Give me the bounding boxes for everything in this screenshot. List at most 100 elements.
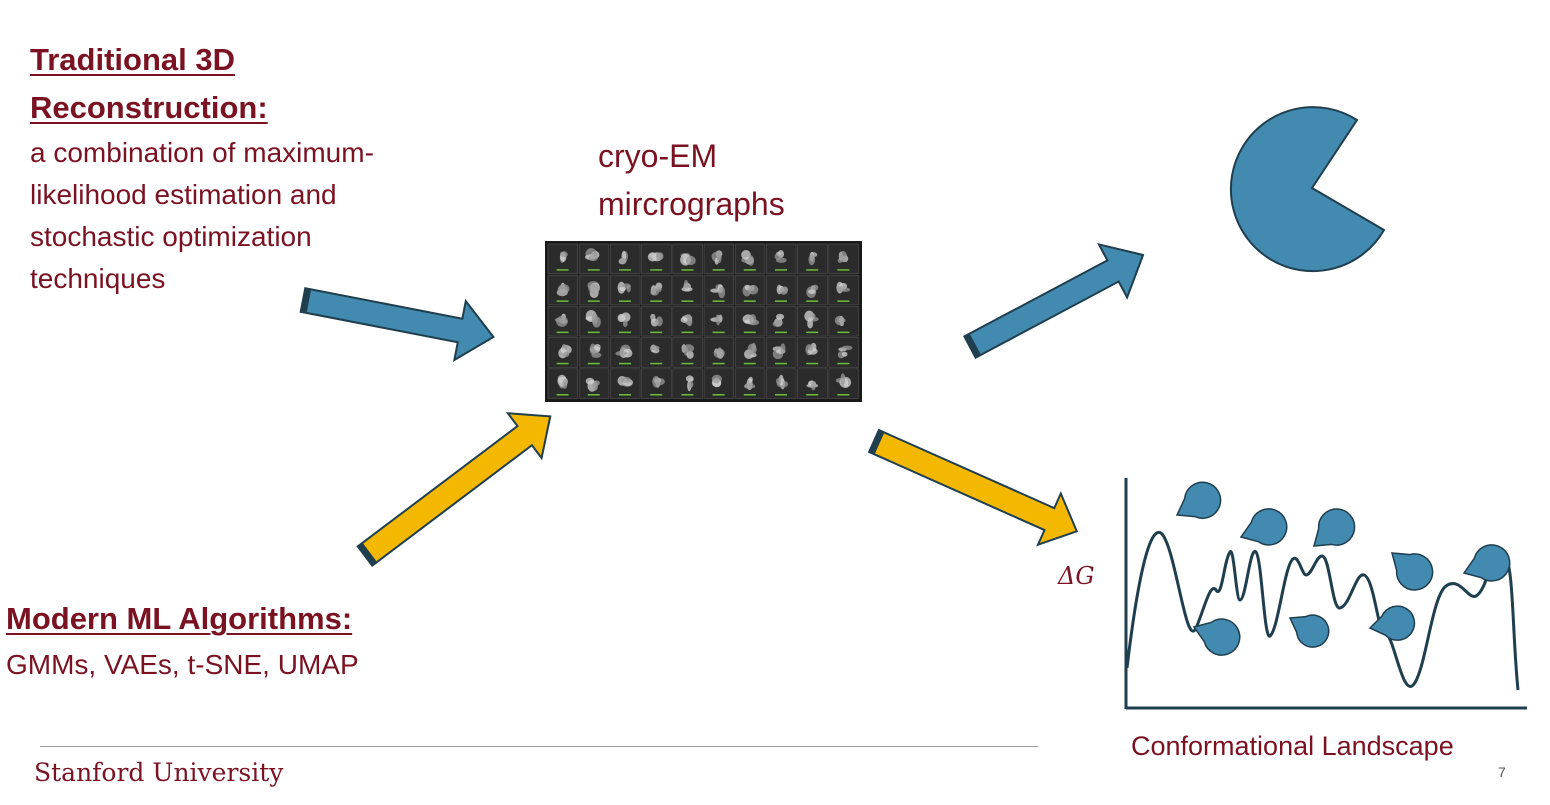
particle-blob xyxy=(685,375,694,382)
particle-blob xyxy=(615,351,628,356)
class-label-mark xyxy=(650,300,663,302)
particle-blob xyxy=(841,345,853,351)
particle-blob xyxy=(562,379,568,389)
conformation-pacman-icon xyxy=(1390,552,1434,591)
class-label-mark xyxy=(775,269,787,271)
conformation-pacman-icon xyxy=(1192,618,1241,656)
particle-blob xyxy=(683,284,691,289)
micrograph-cell xyxy=(828,337,859,368)
class-label-mark xyxy=(556,331,569,334)
particle-blob xyxy=(588,254,598,262)
particle-blob xyxy=(772,320,782,327)
class-label-mark xyxy=(806,331,819,334)
modern-ml-block: Modern ML Algorithms: GMMs, VAEs, t-SNE,… xyxy=(6,594,446,686)
traditional-body-line: techniques xyxy=(30,263,166,294)
particle-blob xyxy=(780,343,786,354)
particle-blob xyxy=(811,313,816,319)
class-label-mark xyxy=(837,362,850,365)
class-label-mark xyxy=(650,331,663,334)
particle-blob xyxy=(650,288,660,296)
particle-blob xyxy=(682,344,695,353)
particle-blob xyxy=(563,351,570,358)
class-label-mark xyxy=(775,331,787,334)
class-label-mark xyxy=(743,269,756,271)
conformation-pacman-icon xyxy=(1312,508,1356,547)
gold-arrow-output xyxy=(867,428,1079,547)
particle-blob xyxy=(656,252,664,261)
class-label-mark xyxy=(587,269,600,271)
particle-blob xyxy=(680,317,688,323)
conformation-pacman-icon xyxy=(1368,605,1416,641)
particle-blob xyxy=(622,320,628,327)
class-label-mark xyxy=(681,331,694,334)
class-label-mark xyxy=(681,362,694,365)
gold-arrow-input xyxy=(356,412,552,567)
particle-blob xyxy=(594,343,601,351)
particle-blob xyxy=(834,315,845,326)
class-label-mark xyxy=(806,300,819,302)
modern-ml-body: GMMs, VAEs, t-SNE, UMAP xyxy=(6,649,359,680)
class-label-mark xyxy=(587,300,600,302)
landscape-y-label: ΔG xyxy=(1058,562,1095,590)
particle-blob xyxy=(837,286,846,292)
class-label-mark xyxy=(837,394,850,396)
micrographs-title: cryo-EM mircrographs xyxy=(598,132,858,228)
class-label-mark xyxy=(587,394,600,396)
micrograph-grid xyxy=(545,241,862,402)
conformation-pacman-icon xyxy=(1288,614,1330,648)
traditional-heading-line1: Traditional 3D xyxy=(30,42,235,77)
particle-blob xyxy=(620,376,631,384)
conformation-pacman-icon xyxy=(1239,508,1288,546)
particle-blob xyxy=(838,250,848,263)
blue-arrow-output xyxy=(963,242,1145,359)
class-label-mark xyxy=(681,300,694,302)
particle-blob xyxy=(743,383,756,389)
particle-blob xyxy=(593,380,600,386)
particle-blob xyxy=(749,314,757,325)
conformation-pacmen xyxy=(1175,481,1511,656)
class-label-mark xyxy=(650,394,663,396)
particle-blob xyxy=(622,348,633,358)
particle-blob xyxy=(647,252,658,262)
class-label-mark xyxy=(837,331,850,334)
particle-blob xyxy=(718,286,726,299)
class-label-mark xyxy=(619,362,631,365)
class-label-mark xyxy=(619,394,631,396)
landscape-axes xyxy=(1124,478,1527,710)
conformation-pacman-icon xyxy=(1175,481,1222,519)
class-label-mark xyxy=(712,394,725,396)
particle-blob xyxy=(617,313,626,323)
traditional-body-line: stochastic optimization xyxy=(30,221,312,252)
class-label-mark xyxy=(775,362,787,365)
class-label-mark xyxy=(837,300,850,302)
class-label-mark xyxy=(619,331,631,334)
particle-blob xyxy=(748,284,759,295)
class-label-mark xyxy=(712,331,725,334)
particle-blob xyxy=(741,250,751,260)
particle-blob xyxy=(779,286,788,295)
footer-divider xyxy=(40,746,1038,747)
particle-blob xyxy=(808,253,816,266)
class-label-mark xyxy=(712,362,725,365)
particle-blob xyxy=(591,352,602,358)
micrograph-cell xyxy=(734,337,766,368)
class-label-mark xyxy=(837,269,850,271)
class-label-mark xyxy=(556,269,569,271)
particle-blob xyxy=(655,316,663,327)
particle-blob xyxy=(775,313,785,320)
particle-blob xyxy=(774,253,781,260)
particle-blob xyxy=(686,316,693,327)
particle-blob xyxy=(840,373,846,385)
class-label-mark xyxy=(743,300,756,302)
micrograph-cell xyxy=(641,243,672,275)
particle-blob xyxy=(652,375,660,388)
particle-blob xyxy=(808,345,814,351)
particle-blob xyxy=(812,284,819,291)
class-label-mark xyxy=(650,362,663,365)
class-label-mark xyxy=(556,300,569,302)
class-label-mark xyxy=(587,362,600,365)
traditional-body-line: a combination of maximum- xyxy=(30,137,374,168)
particle-blob xyxy=(748,255,755,266)
page-number: 7 xyxy=(1498,764,1506,780)
